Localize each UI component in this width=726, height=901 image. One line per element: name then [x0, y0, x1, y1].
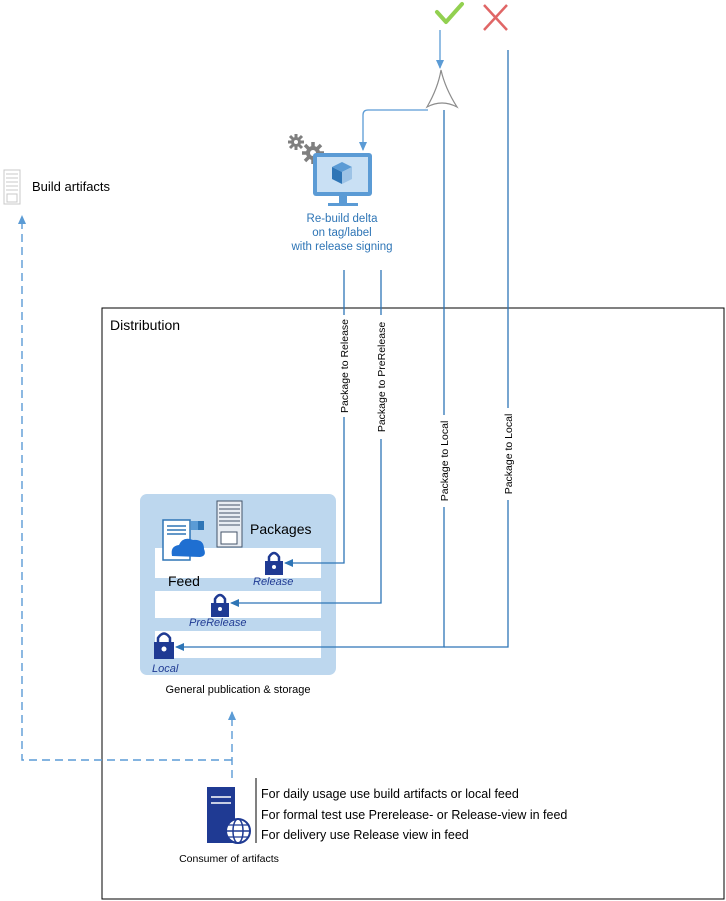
prerelease-view-label: PreRelease: [189, 617, 246, 629]
label-package-to-local-a: Package to Local: [439, 421, 451, 502]
rebuild-caption-line2: on tag/label: [312, 227, 371, 239]
gear-icon: [288, 134, 324, 164]
rebuild-caption-line1: Re-build delta: [307, 213, 379, 225]
feed-server-cloud-icon: [162, 519, 205, 561]
distribution-boundary: [101, 307, 725, 900]
arrow-gate-to-rebuild: [359, 109, 428, 151]
note-delivery: For delivery use Release view in feed: [261, 828, 469, 842]
feed-caption: General publication & storage: [166, 684, 311, 696]
feed-container: [140, 494, 336, 675]
consumer-server-icon: [207, 787, 251, 844]
label-package-to-release: Package to Release: [339, 319, 351, 413]
feed-label: Feed: [168, 573, 200, 589]
rebuild-monitor-icon: [313, 153, 372, 206]
consumer-label: Consumer of artifacts: [179, 853, 279, 865]
prerelease-lock-icon: [211, 593, 229, 617]
packages-label: Packages: [250, 521, 311, 537]
local-lock-icon: [154, 632, 174, 659]
label-package-to-prerelease: Package to PreRelease: [376, 322, 388, 432]
check-icon: [435, 2, 464, 24]
arrow-consumer-to-build-artifacts: [18, 215, 232, 761]
note-daily-usage: For daily usage use build artifacts or l…: [261, 787, 519, 801]
build-artifacts-label: Build artifacts: [32, 179, 111, 194]
or-gate-icon: [425, 69, 459, 109]
release-lock-icon: [265, 551, 283, 575]
note-formal-test: For formal test use Prerelease- or Relea…: [261, 808, 567, 822]
local-view-label: Local: [152, 663, 179, 675]
label-package-to-local-b: Package to Local: [503, 414, 515, 495]
release-view-label: Release: [253, 576, 293, 588]
build-artifacts-icon: [3, 169, 21, 205]
rebuild-caption-line3: with release signing: [290, 241, 392, 253]
distribution-label: Distribution: [110, 317, 180, 333]
packages-stack-icon: [216, 500, 243, 548]
cross-icon: [483, 4, 508, 31]
arrow-package-to-local-b: [444, 50, 509, 648]
